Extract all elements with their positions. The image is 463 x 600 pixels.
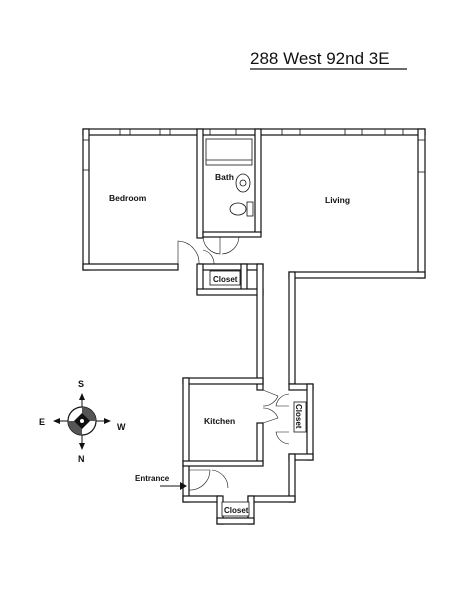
compass-label-east: E	[39, 417, 45, 427]
closet-box-right	[293, 401, 307, 433]
room-label-bath: Bath	[215, 172, 234, 182]
plan-title: 288 West 92nd 3E	[250, 49, 390, 68]
compass-rose-icon	[53, 393, 111, 450]
bath-sink	[235, 173, 251, 193]
bathtub	[205, 138, 253, 166]
entrance-label: Entrance	[135, 474, 170, 483]
room-label-kitchen: Kitchen	[204, 416, 235, 426]
closet-label-bottom: Closet	[224, 506, 249, 515]
closet-label-upper: Closet	[213, 275, 238, 284]
doors	[177, 236, 290, 491]
compass-label-west: W	[117, 422, 126, 432]
room-label-bedroom: Bedroom	[109, 193, 147, 203]
closet-label-right: Closet	[294, 404, 303, 429]
window-marks	[83, 129, 425, 173]
closet-box-bottom	[221, 501, 250, 517]
closet-box-upper	[209, 270, 241, 286]
compass-label-north: N	[78, 454, 85, 464]
entrance-arrow-icon	[160, 482, 187, 490]
compass-label-south: S	[78, 379, 84, 389]
room-label-living: Living	[325, 195, 350, 205]
toilet	[229, 201, 254, 217]
walls	[82, 128, 426, 525]
